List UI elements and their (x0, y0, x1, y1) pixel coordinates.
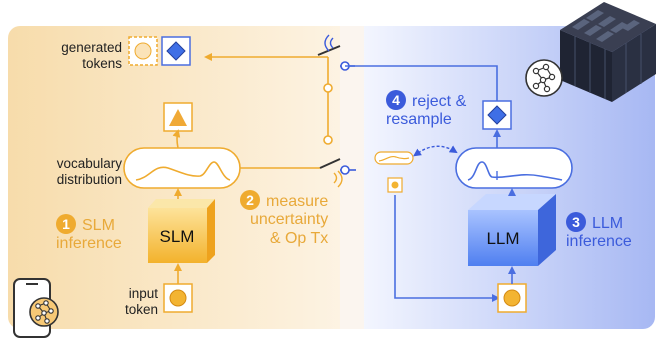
step-2-badge: 2 (240, 190, 260, 210)
input-token-circle (169, 289, 187, 307)
switch-node-top (323, 83, 333, 93)
step-1-line2: inference (56, 235, 122, 253)
llm-vocab-distribution (455, 147, 573, 189)
step-3-label: 3 LLM inference (566, 212, 632, 252)
triangle-icon (169, 109, 187, 126)
server-neural-network-icon (525, 59, 563, 97)
generated-tokens-line2: tokens (82, 55, 122, 71)
step-4-line1: reject & (412, 93, 467, 110)
generated-tokens-label: generated tokens (30, 40, 122, 71)
step-4-line2: resample (386, 111, 452, 129)
step-1-line1: SLM (82, 217, 115, 234)
generated-token-circle (134, 42, 152, 60)
step-1-label: 1 SLM inference (56, 214, 122, 254)
slm-vocab-distribution (123, 147, 241, 189)
step-3-line2: inference (566, 233, 632, 251)
server-rack-icon (560, 2, 656, 102)
step-2-label: 2 measure uncertainty & Op Tx (240, 190, 328, 248)
step-4-label: 4 reject & resample (386, 90, 466, 130)
input-token-label: input token (96, 286, 158, 317)
step-3-badge: 3 (566, 212, 586, 232)
step-1-badge: 1 (56, 214, 76, 234)
slm-box (148, 208, 207, 263)
input-token-line1: input (128, 286, 158, 301)
llm-box-label: LLM (486, 229, 519, 248)
step-3-line1: LLM (592, 215, 624, 232)
neural-network-icon (29, 297, 59, 327)
input-token-line2: token (124, 301, 158, 317)
step-2-line3: & Op Tx (269, 229, 329, 247)
vocab-line1: vocabulary (56, 156, 122, 171)
step-2-line2: uncertainty (249, 211, 329, 229)
transmitted-distribution (374, 151, 414, 165)
antenna-icon (324, 34, 334, 52)
step-4-badge: 4 (386, 90, 406, 110)
blue-diamond-icon (166, 41, 186, 61)
generated-tokens-line1: generated (61, 40, 122, 55)
switch-node-bottom (323, 135, 333, 145)
vocab-distribution-label: vocabulary distribution (22, 156, 122, 187)
llm-box (468, 210, 538, 266)
step-2-line1: measure (266, 193, 329, 210)
slm-box-label: SLM (160, 227, 195, 246)
vocab-line2: distribution (56, 171, 122, 187)
